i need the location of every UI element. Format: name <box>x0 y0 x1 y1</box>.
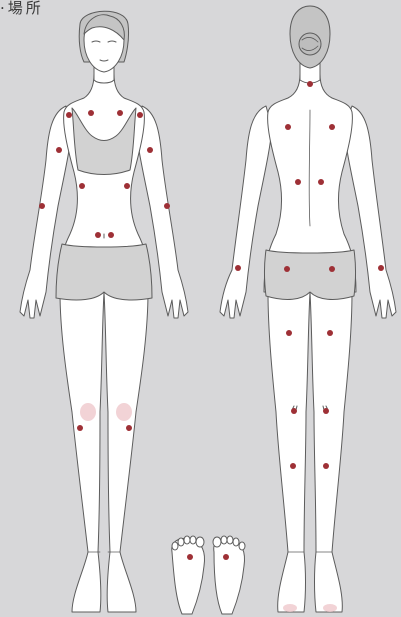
back-shorts <box>265 250 356 299</box>
point-marker <box>235 265 241 271</box>
front-right-leg <box>104 292 148 612</box>
soles-figure <box>172 536 245 614</box>
point-marker <box>126 425 132 431</box>
point-marker <box>39 203 45 209</box>
front-knee-blush-left <box>80 403 96 421</box>
point-marker <box>295 179 301 185</box>
point-marker <box>223 554 229 560</box>
back-view-figure <box>220 6 396 612</box>
point-marker <box>291 408 297 414</box>
point-marker <box>117 110 123 116</box>
point-marker <box>285 124 291 130</box>
point-marker <box>137 112 143 118</box>
point-marker <box>378 265 384 271</box>
point-marker <box>164 203 170 209</box>
point-marker <box>329 124 335 130</box>
point-marker <box>307 81 313 87</box>
point-marker <box>147 147 153 153</box>
point-marker <box>56 147 62 153</box>
point-marker <box>187 554 193 560</box>
point-marker <box>79 183 85 189</box>
front-shorts <box>56 244 152 300</box>
front-left-leg <box>60 292 104 612</box>
point-marker <box>286 330 292 336</box>
point-marker <box>77 425 83 431</box>
point-marker <box>66 112 72 118</box>
point-marker <box>323 463 329 469</box>
back-right-leg <box>310 292 352 612</box>
point-marker <box>329 266 335 272</box>
point-marker <box>318 179 324 185</box>
point-marker <box>284 266 290 272</box>
point-marker <box>124 183 130 189</box>
point-marker <box>88 110 94 116</box>
front-knee-blush-right <box>116 403 132 421</box>
point-marker <box>290 463 296 469</box>
point-marker <box>95 232 101 238</box>
point-marker <box>108 232 114 238</box>
point-marker <box>323 408 329 414</box>
point-marker <box>327 330 333 336</box>
hair-bun <box>299 33 321 55</box>
front-view-figure <box>20 11 188 612</box>
back-left-leg <box>268 292 310 612</box>
